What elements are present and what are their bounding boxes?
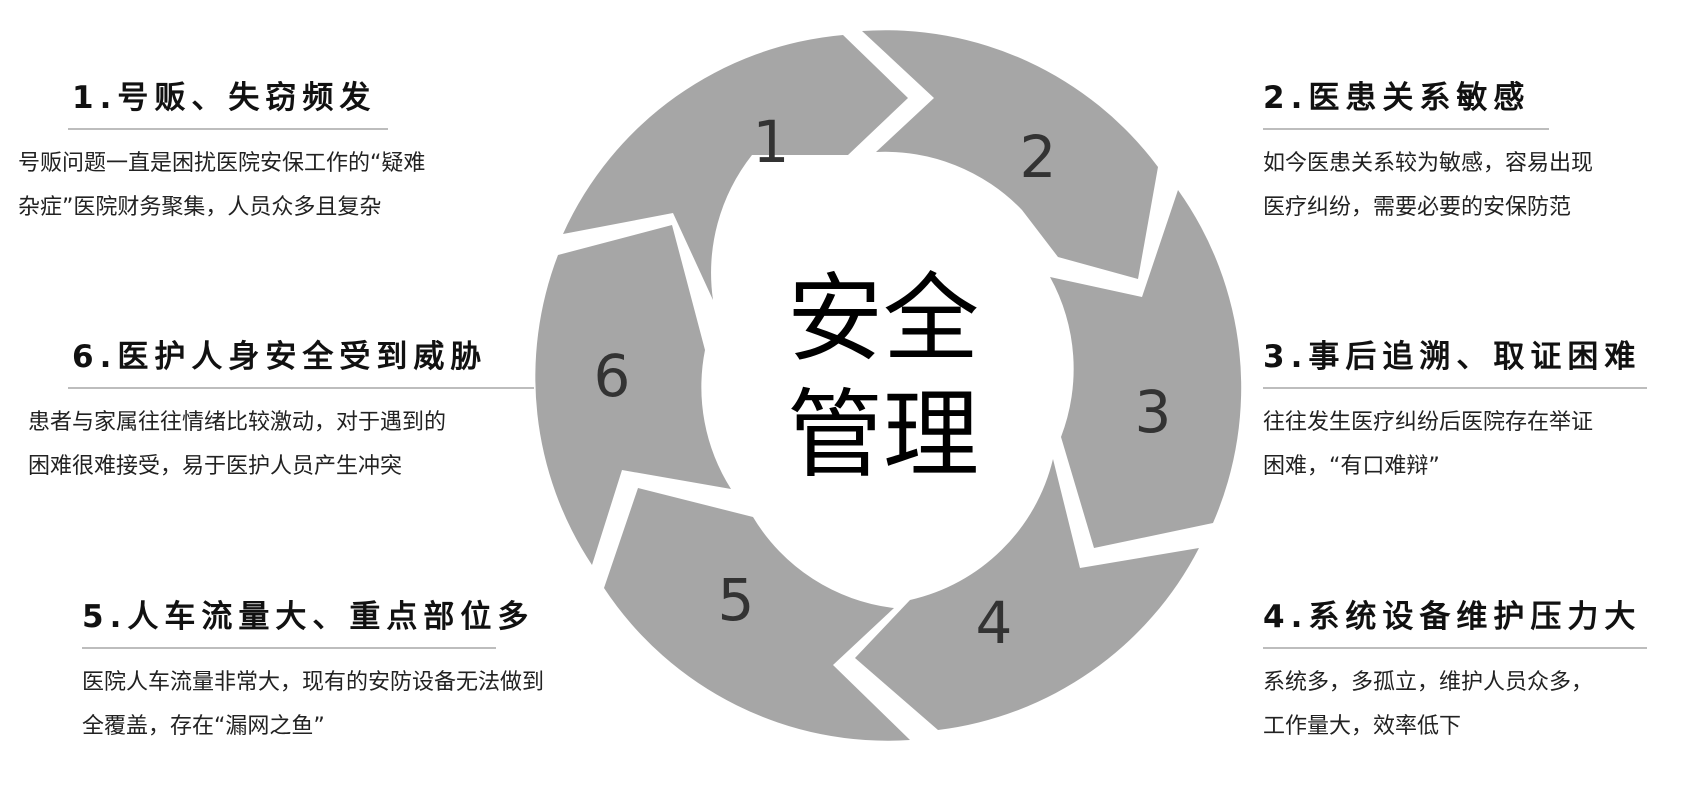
item-6: 6.医护人身安全受到威胁 患者与家属往往情绪比较激动，对于遇到的 困难很难接受，…: [28, 337, 534, 489]
item-2-desc-line2: 医疗纠纷，需要必要的安保防范: [1263, 195, 1572, 220]
segment-number-3: 3: [1135, 378, 1172, 446]
segment-number-2: 2: [1020, 123, 1057, 191]
segment-4: [855, 459, 1199, 730]
item-1-title: 1.号贩、失窃频发: [72, 80, 377, 116]
segment-6: [535, 225, 731, 565]
center-title-line2: 管理: [787, 379, 979, 491]
item-5-desc-line2: 全覆盖，存在“漏网之鱼”: [82, 714, 325, 739]
item-5-title: 5.人车流量大、重点部位多: [82, 599, 535, 635]
cycle-segments: [535, 30, 1242, 741]
item-2-desc-line1: 如今医患关系较为敏感，容易出现: [1263, 151, 1594, 176]
item-2-desc: 如今医患关系较为敏感，容易出现 医疗纠纷，需要必要的安保防范: [1263, 142, 1593, 230]
item-5-desc-line1: 医院人车流量非常大，现有的安防设备无法做到: [82, 670, 545, 695]
item-3: 3.事后追溯、取证困难 往往发生医疗纠纷后医院存在举证 困难，“有口难辩”: [1263, 337, 1647, 489]
item-4-divider: [1263, 647, 1647, 649]
item-2-divider: [1263, 128, 1549, 130]
item-6-desc-line2: 困难很难接受，易于医护人员产生冲突: [28, 454, 403, 479]
center-title-line1: 安全: [787, 263, 979, 375]
item-4-desc-line2: 工作量大，效率低下: [1263, 714, 1462, 739]
item-4-desc-line1: 系统多，多孤立，维护人员众多，: [1263, 670, 1594, 695]
segment-3: [1050, 190, 1242, 548]
item-3-desc: 往往发生医疗纠纷后医院存在举证 困难，“有口难辩”: [1263, 401, 1647, 489]
item-3-desc-line1: 往往发生医疗纠纷后医院存在举证: [1263, 410, 1594, 435]
item-6-title: 6.医护人身安全受到威胁: [72, 339, 488, 375]
item-6-divider: [68, 387, 534, 389]
item-3-desc-line2: 困难，“有口难辩”: [1263, 454, 1440, 479]
segment-number-6: 6: [594, 342, 631, 410]
item-4-desc: 系统多，多孤立，维护人员众多， 工作量大，效率低下: [1263, 661, 1647, 749]
item-5: 5.人车流量大、重点部位多 医院人车流量非常大，现有的安防设备无法做到 全覆盖，…: [82, 597, 544, 749]
item-5-divider: [82, 647, 496, 649]
segment-number-1: 1: [753, 108, 790, 176]
segment-5: [604, 488, 910, 741]
item-1-desc-line2: 杂症”医院财务聚集，人员众多且复杂: [18, 195, 382, 220]
item-3-divider: [1263, 387, 1647, 389]
item-6-desc-line1: 患者与家属往往情绪比较激动，对于遇到的: [28, 410, 447, 435]
item-2-title: 2.医患关系敏感: [1263, 80, 1531, 116]
item-4-title: 4.系统设备维护压力大: [1263, 599, 1642, 635]
item-6-desc: 患者与家属往往情绪比较激动，对于遇到的 困难很难接受，易于医护人员产生冲突: [28, 401, 534, 489]
segment-2: [862, 30, 1158, 280]
item-3-title: 3.事后追溯、取证困难: [1263, 339, 1642, 375]
segment-number-4: 4: [976, 589, 1013, 657]
item-1-desc-line1: 号贩问题一直是困扰医院安保工作的“疑难: [18, 151, 426, 176]
segment-number-5: 5: [718, 566, 755, 634]
item-2: 2.医患关系敏感 如今医患关系较为敏感，容易出现 医疗纠纷，需要必要的安保防范: [1263, 78, 1593, 230]
item-4: 4.系统设备维护压力大 系统多，多孤立，维护人员众多， 工作量大，效率低下: [1263, 597, 1647, 749]
segment-1: [563, 35, 908, 300]
item-1: 1.号贩、失窃频发 号贩问题一直是困扰医院安保工作的“疑难 杂症”医院财务聚集，…: [18, 78, 425, 230]
item-1-divider: [68, 128, 388, 130]
item-5-desc: 医院人车流量非常大，现有的安防设备无法做到 全覆盖，存在“漏网之鱼”: [82, 661, 544, 749]
item-1-desc: 号贩问题一直是困扰医院安保工作的“疑难 杂症”医院财务聚集，人员众多且复杂: [18, 142, 425, 230]
